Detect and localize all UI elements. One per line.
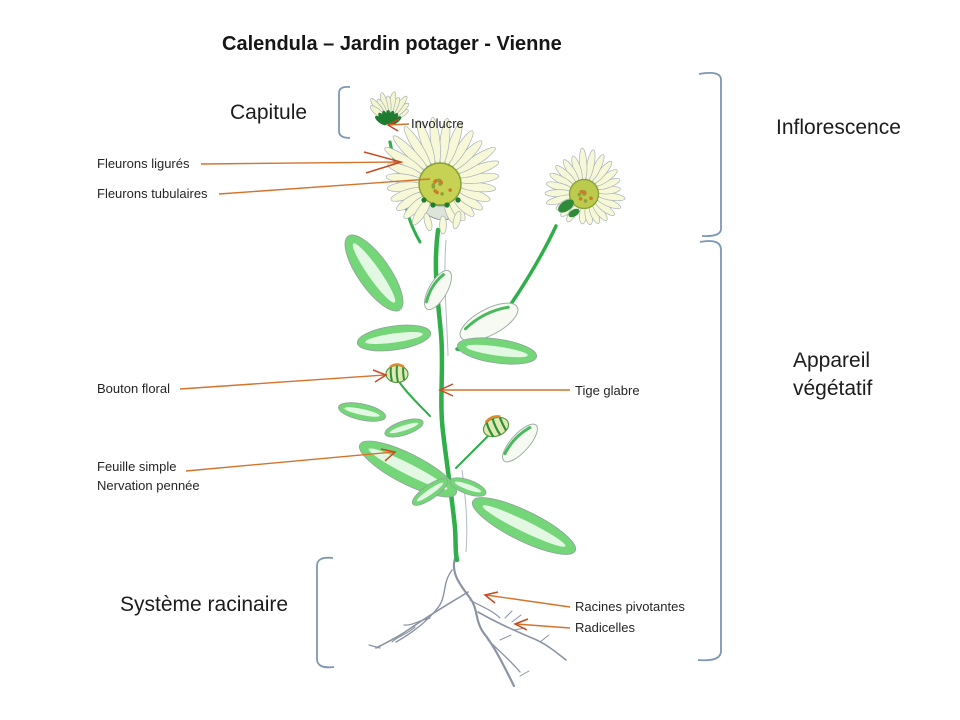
leader-bouton-floral <box>179 374 386 390</box>
label-capitule: Capitule <box>230 101 308 124</box>
bracket-capitule <box>338 85 351 139</box>
leader-fleurons-ligures <box>200 161 400 165</box>
label-inflorescence: Inflorescence <box>776 116 901 139</box>
bouton-floral-bud <box>385 363 409 384</box>
leader-fleurons-tubulaires <box>218 178 431 195</box>
label-appareil-line2: végétatif <box>793 377 873 400</box>
leader-racines-pivotantes <box>485 594 571 608</box>
leader-lines <box>179 118 571 631</box>
label-appareil-line1: Appareil <box>793 349 871 372</box>
label-feuille: Feuille simple Nervation pennée <box>97 457 200 495</box>
leader-radicelles <box>515 623 571 629</box>
leader-feuille-simple <box>185 451 395 472</box>
bracket-systeme-racinaire <box>316 556 335 669</box>
roots <box>368 554 567 688</box>
label-bouton-floral: Bouton floral <box>97 381 170 396</box>
label-feuille-simple: Feuille simple <box>97 459 177 474</box>
label-involucre: Involucre <box>411 116 464 131</box>
involucre-bracts <box>375 110 402 126</box>
leader-involucre <box>388 123 410 126</box>
slide-title: Calendula – Jardin potager - Vienne <box>222 33 562 55</box>
flower-main <box>384 117 500 235</box>
leaves <box>338 234 577 555</box>
flower-side <box>544 147 626 225</box>
capitule-bud-flower <box>369 91 410 126</box>
label-radicelles: Radicelles <box>575 620 635 635</box>
label-nervation-pennee: Nervation pennée <box>97 478 200 493</box>
bracket-appareil-vegetatif <box>697 240 722 662</box>
label-fleurons-ligures: Fleurons ligurés <box>97 156 190 171</box>
label-tige-glabre: Tige glabre <box>575 383 640 398</box>
brackets <box>316 71 722 669</box>
lower-bud <box>482 415 510 438</box>
label-systeme-racinaire: Système racinaire <box>120 593 289 616</box>
label-appareil-vegetatif: Appareil végétatif <box>793 347 872 403</box>
label-fleurons-tubulaires: Fleurons tubulaires <box>97 186 208 201</box>
label-racines-pivotantes: Racines pivotantes <box>575 599 685 614</box>
bracket-inflorescence <box>698 71 722 237</box>
